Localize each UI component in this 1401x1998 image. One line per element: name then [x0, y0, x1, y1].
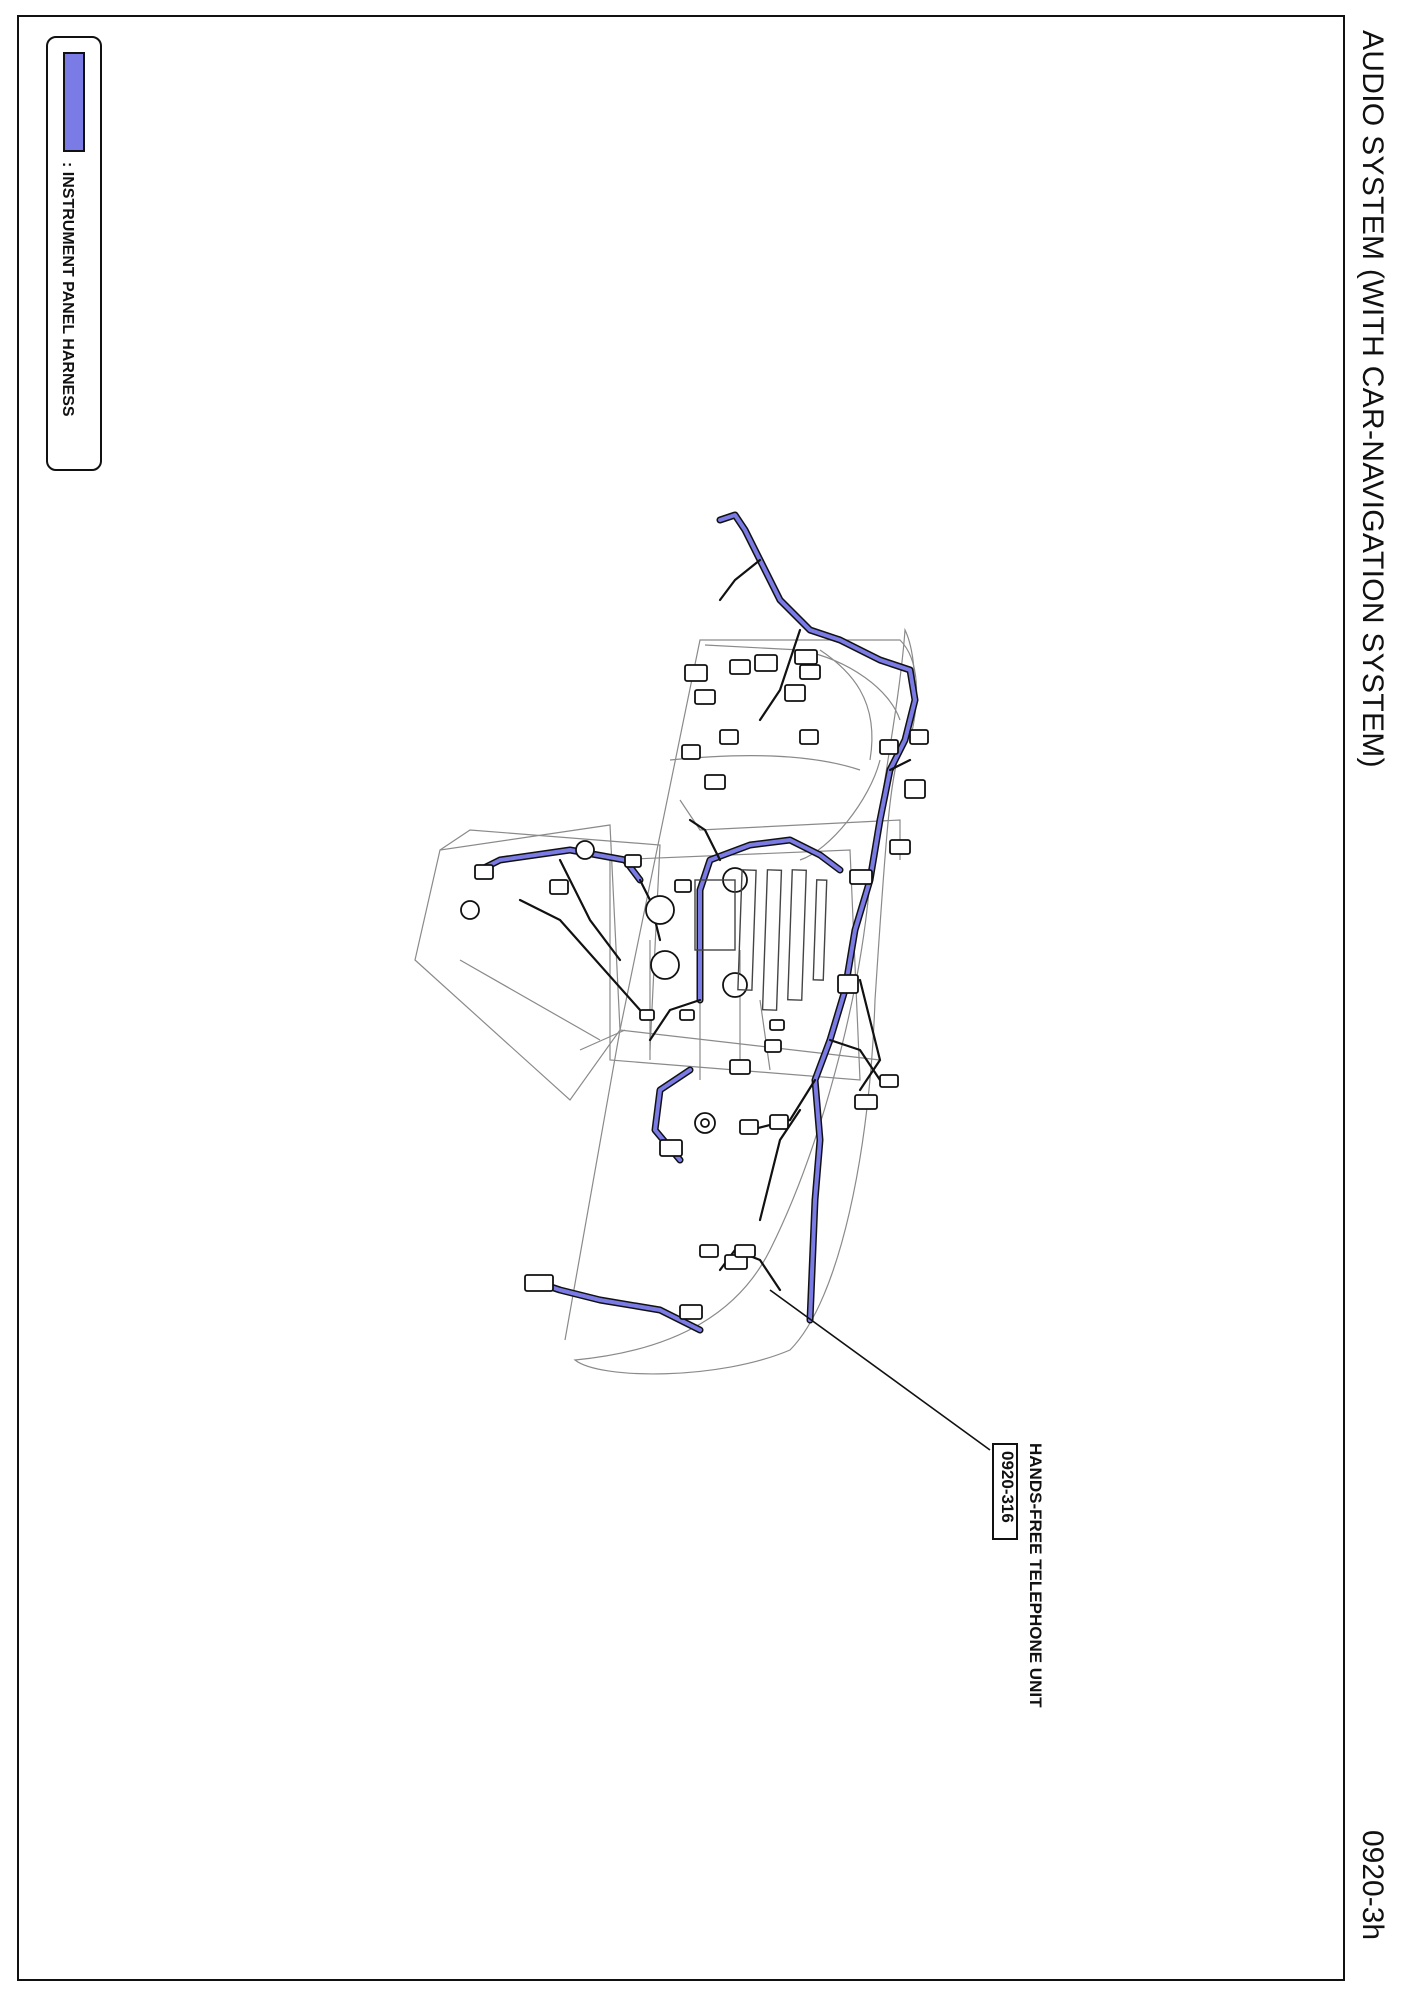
legend-label: : INSTRUMENT PANEL HARNESS [59, 162, 76, 417]
page-frame [17, 15, 1345, 1981]
leader-line [769, 1289, 991, 1451]
page-number: 0920-3h [1356, 1830, 1389, 1941]
page-title: AUDIO SYSTEM (WITH CAR-NAVIGATION SYSTEM… [1356, 30, 1389, 768]
harness-branches [518, 558, 912, 1292]
component-code: 0920-316 [998, 1451, 1017, 1523]
component-label: HANDS-FREE TELEPHONE UNIT [1026, 1443, 1045, 1708]
harness-main [476, 511, 919, 1334]
legend: : INSTRUMENT PANEL HARNESS [46, 36, 102, 471]
connectors [460, 649, 929, 1320]
component-code-box: 0920-316 [992, 1443, 1018, 1540]
legend-swatch [63, 52, 85, 152]
console-panels [694, 869, 828, 1011]
